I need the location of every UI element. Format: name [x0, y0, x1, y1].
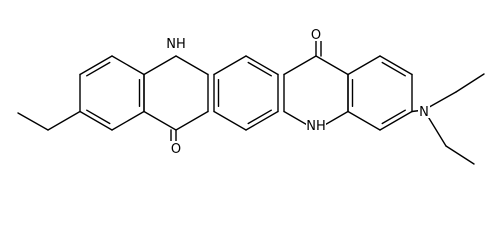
- amine-n-label: N: [419, 105, 429, 120]
- nh-top-label: NH: [166, 37, 186, 52]
- bond-line: [175, 55, 209, 76]
- bond-line: [213, 110, 247, 131]
- bond-line: [213, 55, 247, 76]
- bond-line: [445, 145, 475, 165]
- atom-nh-top: NH: [166, 36, 186, 52]
- bond-line: [111, 55, 145, 76]
- atom-o-bottom: O: [170, 141, 182, 157]
- bond-line: [47, 110, 81, 131]
- atom-o-top: O: [310, 27, 322, 43]
- bond-line: [379, 55, 413, 76]
- bond-line: [315, 55, 349, 76]
- oxygen-bottom-label: O: [171, 142, 181, 157]
- bond-line: [283, 55, 317, 76]
- bond-line: [86, 109, 111, 125]
- bond-line: [347, 110, 381, 131]
- bond-line: [143, 110, 177, 131]
- bond-line: [347, 55, 381, 76]
- bond-line: [455, 73, 485, 93]
- nh-bottom-label: NH: [306, 119, 326, 134]
- bond-line: [381, 109, 406, 125]
- bond-line: [79, 55, 113, 76]
- bond-line: [86, 61, 111, 77]
- bond-line: [79, 110, 113, 131]
- atom-n-amine: N: [418, 104, 430, 120]
- bond-line: [247, 109, 272, 125]
- atom-nh-bottom: NH: [306, 118, 326, 134]
- bond-line: [381, 61, 406, 77]
- bond-line: [175, 110, 209, 131]
- bond-line: [245, 55, 279, 76]
- oxygen-top-label: O: [311, 28, 321, 43]
- molecule-structure: O O NH NH N: [17, 27, 485, 165]
- bond-line: [245, 110, 279, 131]
- bond-lines: [17, 37, 485, 165]
- bond-line: [247, 61, 272, 77]
- bond-line: [17, 112, 49, 131]
- bond-line: [143, 55, 177, 76]
- bond-line: [111, 110, 145, 131]
- bond-line: [379, 110, 413, 131]
